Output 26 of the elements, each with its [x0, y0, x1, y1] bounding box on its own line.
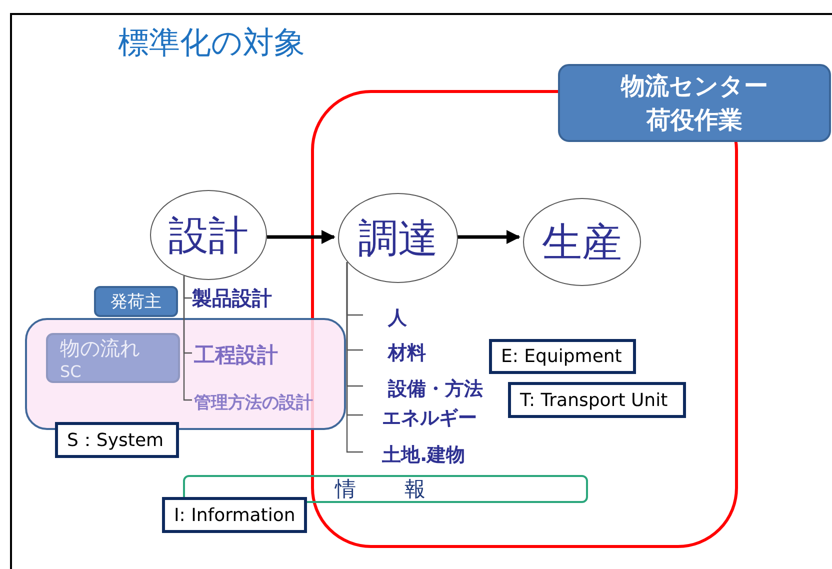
process-ellipse: 調達	[338, 193, 458, 283]
item-label: 土地.建物	[366, 441, 486, 469]
arrow	[267, 230, 336, 244]
item-label: 工程設計	[194, 341, 298, 369]
item-label: 製品設計	[192, 285, 296, 311]
process-ellipse: 生産	[523, 198, 641, 286]
flow-box	[46, 333, 180, 383]
label-box: T: Transport Unit	[508, 382, 686, 418]
tree-line	[346, 262, 363, 453]
title: 標準化の対象	[118, 24, 305, 63]
item-label: 管理方法の設計	[194, 390, 346, 414]
box-label: SC	[60, 361, 82, 383]
arrow	[455, 230, 520, 244]
item-label: 材料	[366, 340, 426, 366]
item-label: 設備・方法	[366, 375, 506, 403]
label-box: S：System	[55, 422, 179, 458]
tree-line	[183, 276, 192, 401]
role-box: 発荷主	[94, 286, 178, 317]
item-label: 人	[366, 305, 410, 331]
label-box: E: Equipment	[489, 339, 636, 374]
process-ellipse: 設計	[150, 190, 267, 280]
system-region	[25, 318, 346, 430]
heading-box: 物流センター荷役作業	[558, 64, 831, 142]
label-box: I: Information	[162, 497, 307, 533]
box-heading: 物の流れ	[60, 335, 140, 361]
item-label: エネルギー	[366, 404, 506, 432]
